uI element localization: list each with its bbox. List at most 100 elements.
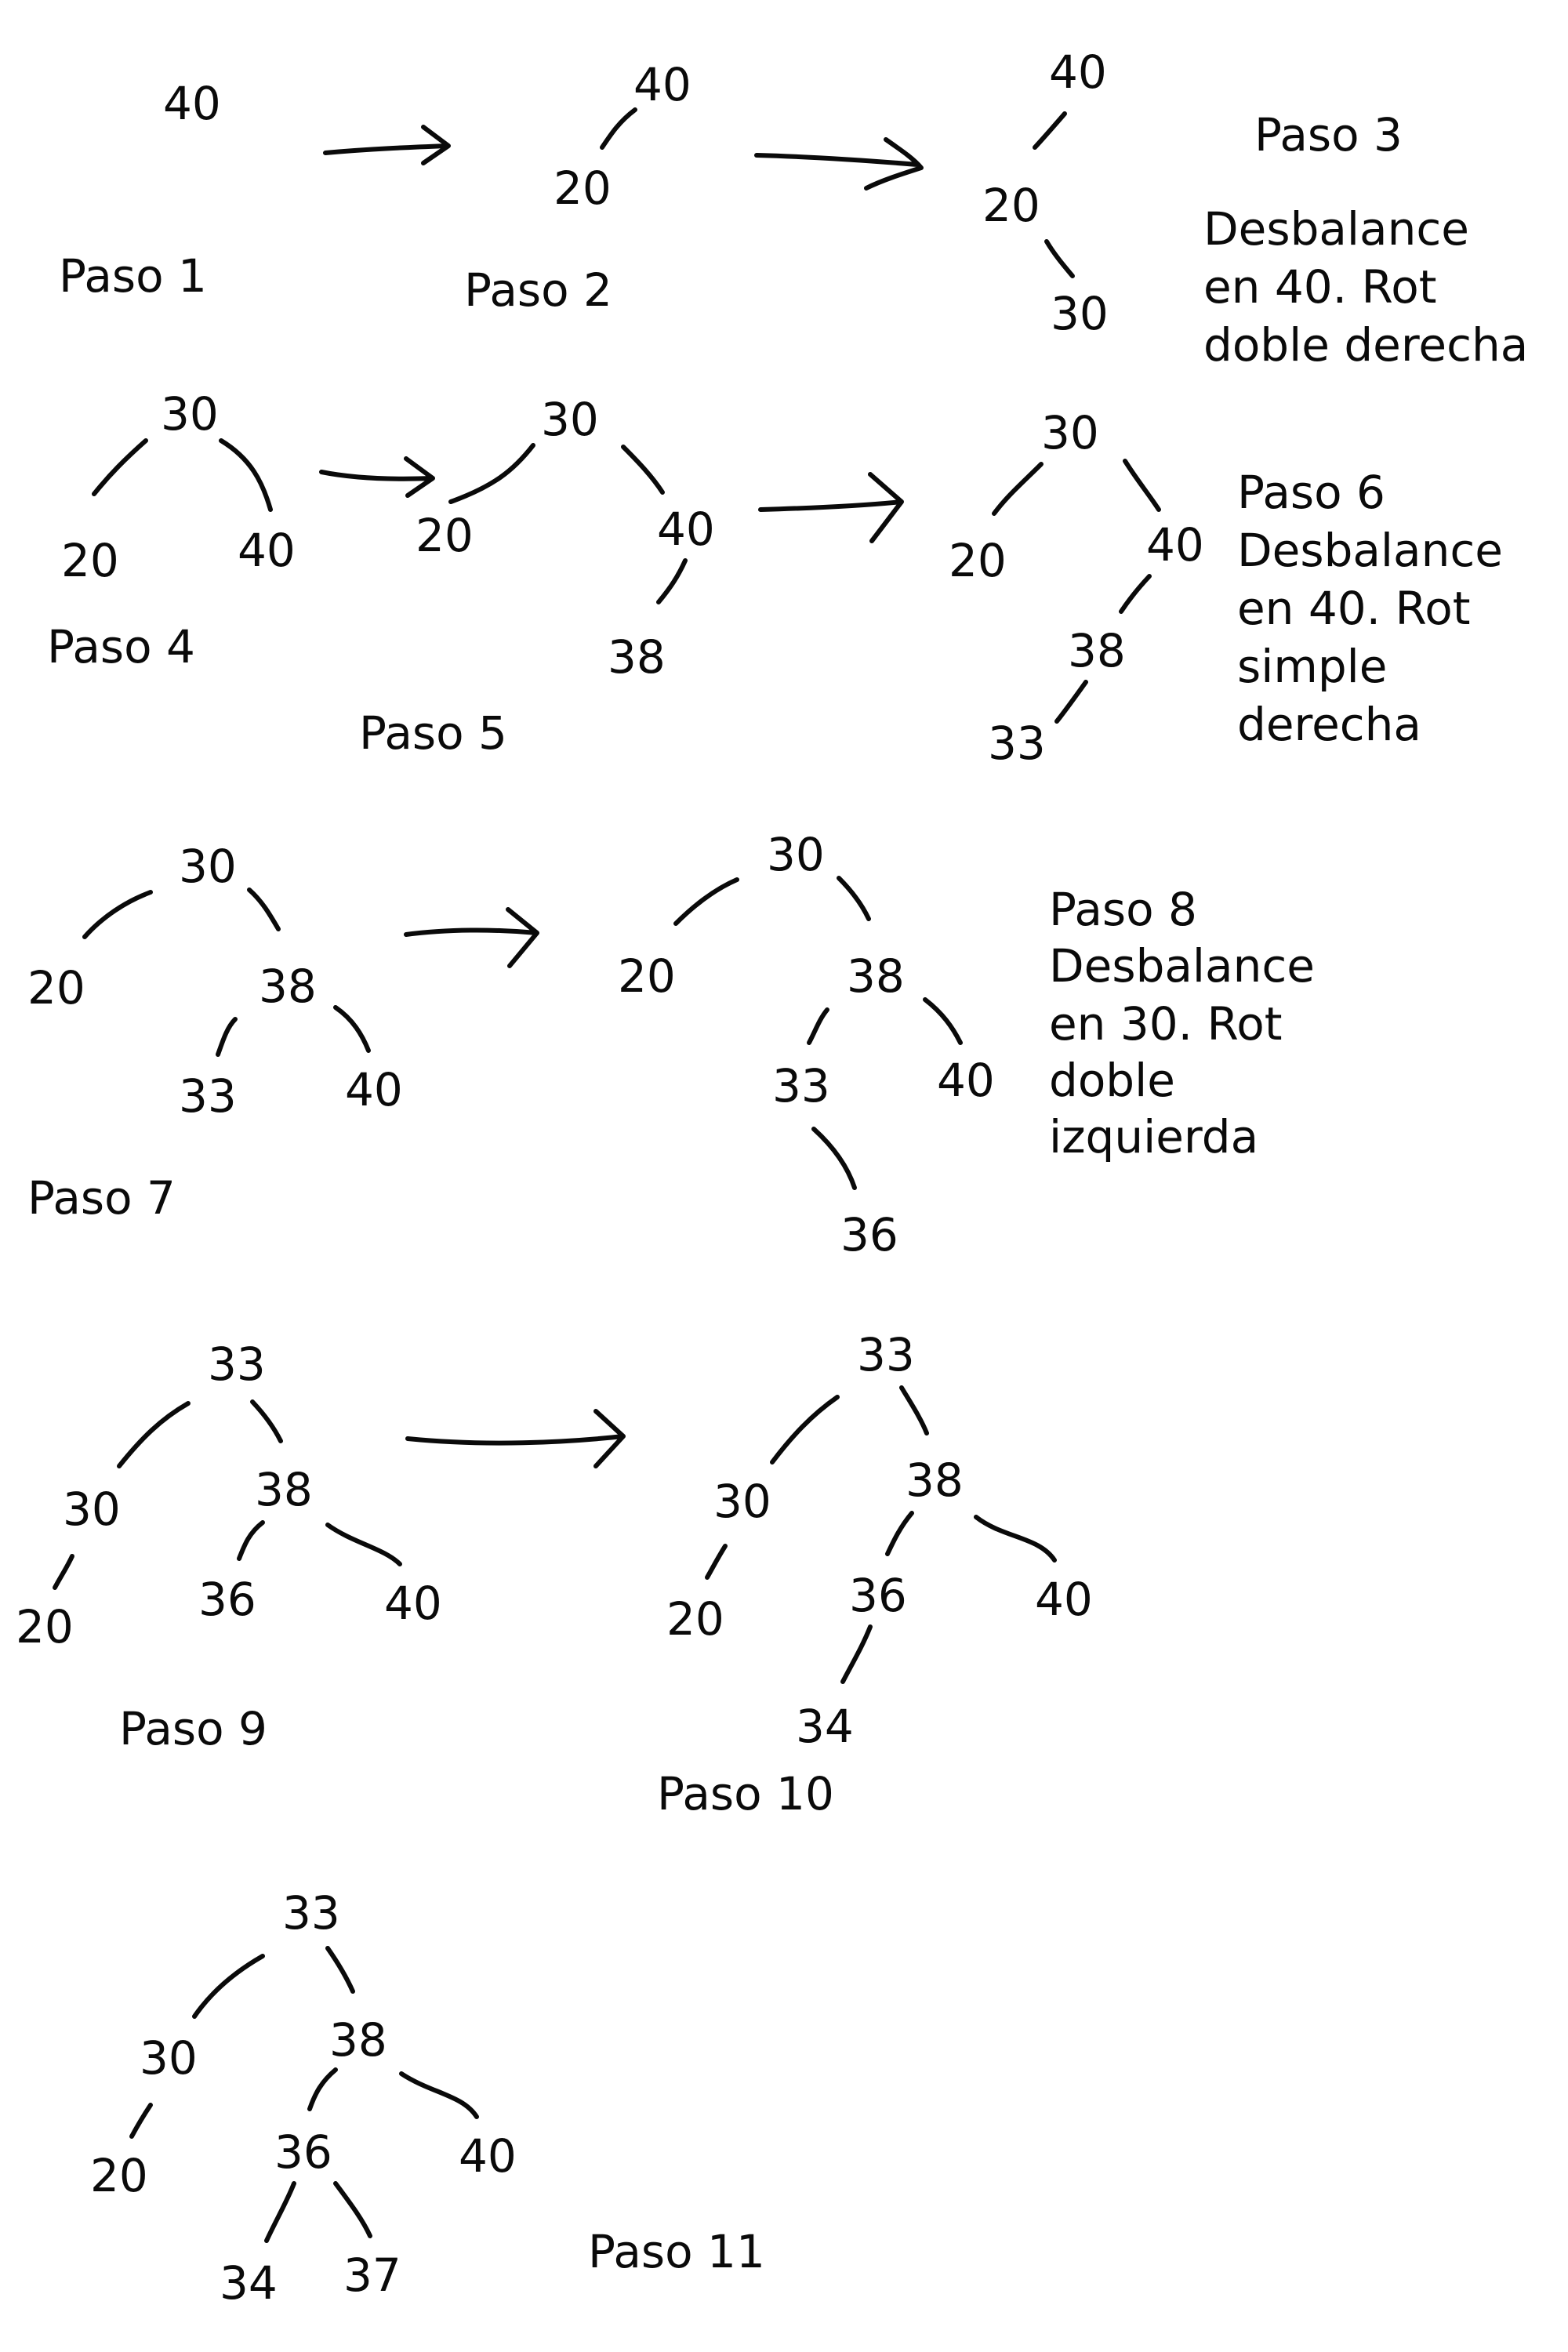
tree-node: 36 [274,2125,332,2179]
step-label: Paso 8 [1049,883,1197,936]
tree-node: 30 [63,1483,121,1536]
tree-edge [237,1520,265,1561]
tree-node: 30 [767,828,825,881]
tree-edge [216,1017,238,1057]
tree-node: 36 [849,1569,907,1622]
tree-node: 30 [1041,406,1099,459]
step-label: Paso 7 [27,1171,176,1225]
tree-edge [247,887,281,931]
step-note-line: Desbalance [1049,939,1315,993]
step-label: Paso 2 [464,263,612,317]
tree-edge [840,1624,873,1684]
tree-edge [448,443,535,504]
tree-node: 37 [343,2249,401,2302]
tree-node: 20 [416,509,474,562]
tree-node: 40 [163,77,221,130]
tree-node: 38 [847,949,905,1003]
tree-edge [811,1127,857,1190]
tree-node: 38 [1068,624,1126,677]
tree-node: 33 [772,1059,830,1112]
tree-node: 40 [1035,1573,1093,1626]
tree-node: 40 [937,1054,995,1107]
tree-edge [600,107,637,150]
tree-edge [129,2103,153,2139]
transition-arrow [323,125,451,165]
tree-node: 20 [949,534,1007,587]
tree-node: 20 [666,1592,724,1646]
step-note-line: derecha [1237,698,1421,751]
step-note-line: Desbalance [1237,524,1503,577]
tree-node: 30 [713,1475,771,1528]
tree-node: 38 [906,1454,964,1507]
tree-edge [53,1554,74,1590]
transition-arrow [758,472,904,543]
tree-node: 20 [90,2149,148,2202]
tree-node: 20 [27,961,85,1014]
tree-edge [770,1395,840,1465]
step-label: Paso 6 [1237,466,1385,519]
tree-edge [192,1954,265,2019]
tree-edge [885,1511,914,1556]
tree-node: 33 [179,1069,237,1123]
step-label: Paso 4 [47,620,195,673]
tree-node: 20 [618,949,676,1003]
tree-node: 40 [1146,518,1204,572]
step-label: Paso 3 [1254,108,1403,162]
tree-edge [325,1946,355,1994]
transition-arrow [404,907,539,968]
tree-edge [250,1399,283,1443]
step-3: 40 20 30 Paso 3 Desbalance en 40. Rot do… [982,45,1528,372]
step-note-line: doble [1049,1054,1175,1107]
tree-edge [1044,239,1075,278]
step-note-line: en 40. Rot [1203,260,1436,314]
step-4: 30 20 40 Paso 4 [47,387,296,673]
tree-node: 40 [1049,45,1107,99]
tree-node: 40 [459,2129,517,2183]
step-note-line: en 30. Rot [1049,997,1282,1051]
step-1: 40 Paso 1 [59,77,221,303]
tree-edge [333,2181,372,2238]
tree-edge [1119,574,1152,614]
tree-node: 33 [988,717,1046,770]
step-label: Paso 10 [657,1767,834,1820]
tree-node: 33 [208,1338,266,1391]
tree-edge [92,438,148,496]
step-note-line: izquierda [1049,1110,1258,1163]
tree-edge [219,438,273,512]
tree-node: 38 [608,630,666,684]
tree-node: 30 [541,393,599,446]
tree-node: 40 [238,524,296,577]
step-10: 33 30 38 20 36 40 34 Paso 10 [657,1328,1093,1820]
tree-edge [1033,111,1067,150]
step-note-line: simple [1237,640,1387,693]
tree-edge [992,462,1044,516]
tree-node: 20 [61,534,119,587]
tree-edge [899,1385,929,1436]
tree-node: 20 [16,1600,74,1653]
step-9: 33 30 38 20 36 40 Paso 9 [16,1338,442,1755]
tree-node: 38 [255,1463,313,1516]
tree-node: 38 [259,960,317,1013]
tree-edge [325,1523,402,1566]
tree-node: 30 [1051,287,1109,340]
tree-node: 40 [657,503,715,556]
tree-node: 20 [554,162,612,215]
tree-edge [264,2181,296,2243]
step-label: Paso 5 [359,706,507,760]
tree-edge [807,1007,829,1045]
tree-edge [673,877,739,926]
tree-node: 33 [857,1328,915,1381]
step-8: 30 20 38 33 40 36 Paso 8 Desbalance en 3… [618,828,1315,1261]
tree-edge [656,558,688,604]
tree-edge [1054,680,1088,724]
tree-edge [399,2071,479,2119]
tree-node: 33 [282,1886,340,1940]
tree-node: 34 [796,1700,854,1753]
tree-edge [117,1401,191,1468]
tree-node: 30 [179,840,237,893]
tree-edge [1123,459,1161,512]
tree-edge [82,890,153,939]
step-note-line: Desbalance [1203,202,1469,256]
step-6: 30 20 40 38 33 Paso 6 Desbalance en 40. … [949,406,1503,770]
